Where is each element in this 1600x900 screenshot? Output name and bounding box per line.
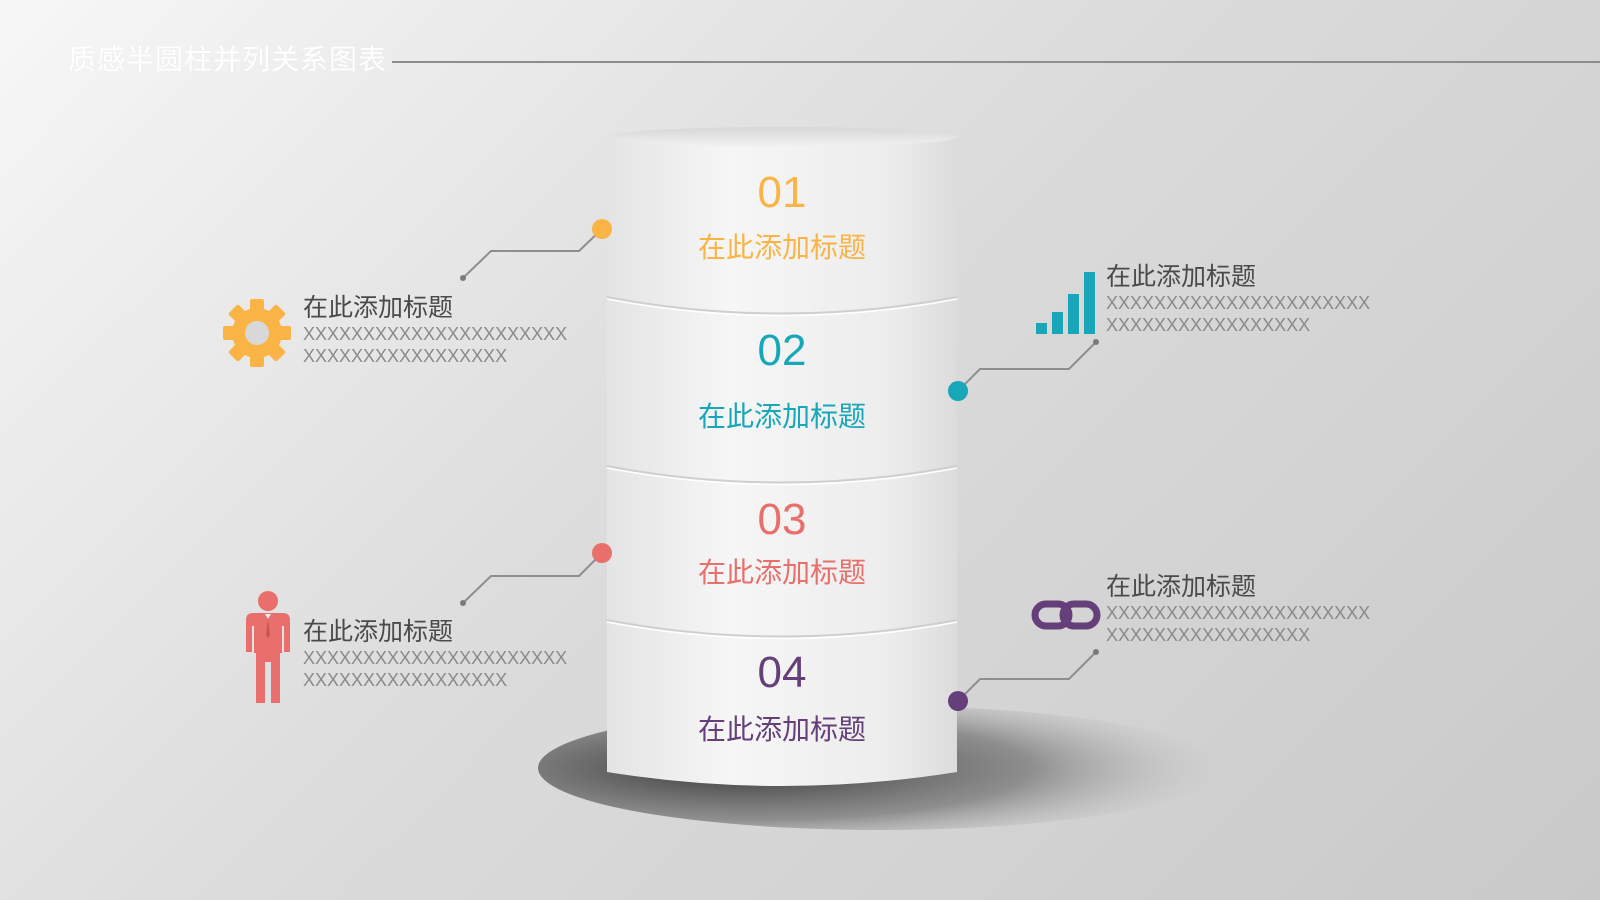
page-title: 质感半圆柱并列关系图表 <box>68 43 388 76</box>
connector-line <box>462 228 603 279</box>
segment-separator <box>606 296 958 315</box>
connector-dot <box>948 381 968 401</box>
segment-number: 02 <box>757 326 807 375</box>
connector-line <box>957 651 1097 702</box>
connector-endpoint <box>460 275 466 281</box>
callout-description: XXXXXXXXXXXXXXXXXXXXXX <box>1106 603 1371 623</box>
segment-separator <box>606 619 958 638</box>
callout-bar-signal: 在此添加标题 XXXXXXXXXXXXXXXXXXXXXX XXXXXXXXXX… <box>1106 262 1370 336</box>
cylinder-body <box>607 136 957 786</box>
callout-gear: 在此添加标题 XXXXXXXXXXXXXXXXXXXXXX XXXXXXXXXX… <box>303 293 567 367</box>
bar-signal-icon <box>1036 272 1095 334</box>
callout-title: 在此添加标题 <box>303 617 454 646</box>
connector-endpoint <box>1093 339 1099 345</box>
segment-separator <box>606 467 958 486</box>
person-icon <box>246 591 290 703</box>
link-icon <box>1031 600 1101 630</box>
connector-dot <box>948 691 968 711</box>
connector-endpoint <box>460 600 466 606</box>
segment-number: 04 <box>757 648 807 697</box>
segment-separator <box>606 621 958 640</box>
callout-person: 在此添加标题 XXXXXXXXXXXXXXXXXXXXXX XXXXXXXXXX… <box>303 617 567 691</box>
segment-label: 在此添加标题 <box>697 400 866 433</box>
callout-description: XXXXXXXXXXXXXXXXX <box>1106 315 1311 335</box>
connector-dot <box>592 543 612 563</box>
title-divider <box>392 61 1600 63</box>
segment-separator <box>606 465 958 484</box>
connector-endpoint <box>1093 649 1099 655</box>
callout-description: XXXXXXXXXXXXXXXXX <box>303 670 508 690</box>
segment-label: 在此添加标题 <box>697 556 866 589</box>
connector-line <box>462 552 603 604</box>
callout-title: 在此添加标题 <box>303 293 454 322</box>
callout-description: XXXXXXXXXXXXXXXXX <box>303 346 508 366</box>
segment-number: 01 <box>757 168 807 217</box>
gear-icon <box>223 299 291 367</box>
callout-description: XXXXXXXXXXXXXXXXX <box>1106 625 1311 645</box>
connector-line <box>957 341 1097 392</box>
connector-dot <box>592 219 612 239</box>
callout-title: 在此添加标题 <box>1106 572 1257 601</box>
callout-title: 在此添加标题 <box>1106 262 1257 291</box>
segment-label: 在此添加标题 <box>697 231 866 264</box>
callout-description: XXXXXXXXXXXXXXXXXXXXXX <box>1106 293 1371 313</box>
segment-number: 03 <box>757 495 807 544</box>
callout-description: XXXXXXXXXXXXXXXXXXXXXX <box>303 324 568 344</box>
callout-link: 在此添加标题 XXXXXXXXXXXXXXXXXXXXXX XXXXXXXXXX… <box>1106 572 1370 646</box>
segment-label: 在此添加标题 <box>697 713 866 746</box>
segment-separator <box>606 298 958 317</box>
callout-description: XXXXXXXXXXXXXXXXXXXXXX <box>303 648 568 668</box>
cylinder-top <box>607 127 957 147</box>
